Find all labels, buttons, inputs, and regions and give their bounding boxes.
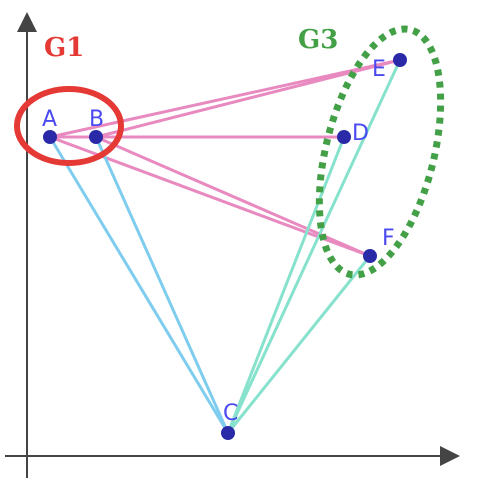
point-f bbox=[363, 249, 377, 263]
point-c bbox=[221, 426, 235, 440]
point-e-label: E bbox=[372, 57, 386, 82]
group-g1-label: G1 bbox=[44, 33, 84, 63]
points bbox=[43, 53, 407, 440]
blue-edges bbox=[48, 136, 230, 434]
teal-edges bbox=[226, 59, 402, 434]
point-d-label: D bbox=[352, 121, 369, 146]
point-a bbox=[43, 130, 57, 144]
point-f-label: F bbox=[382, 226, 395, 251]
edge-b-c bbox=[94, 136, 230, 434]
edge-b-e bbox=[95, 58, 401, 139]
point-c-label: C bbox=[223, 401, 238, 426]
edge-b-f bbox=[95, 135, 371, 258]
point-d bbox=[337, 130, 351, 144]
point-e bbox=[393, 53, 407, 67]
point-a-label: A bbox=[42, 107, 57, 132]
point-b bbox=[89, 130, 103, 144]
edge-a-c bbox=[48, 136, 230, 434]
group-g3-label: G3 bbox=[298, 25, 338, 55]
edge-a-e bbox=[49, 58, 401, 139]
edge-c-f bbox=[226, 255, 372, 434]
edge-c-d bbox=[226, 136, 346, 434]
edge-c-e bbox=[226, 59, 402, 434]
group-g1-outline bbox=[14, 86, 124, 166]
point-b-label: B bbox=[89, 107, 104, 132]
group-g3-outline bbox=[315, 25, 445, 279]
